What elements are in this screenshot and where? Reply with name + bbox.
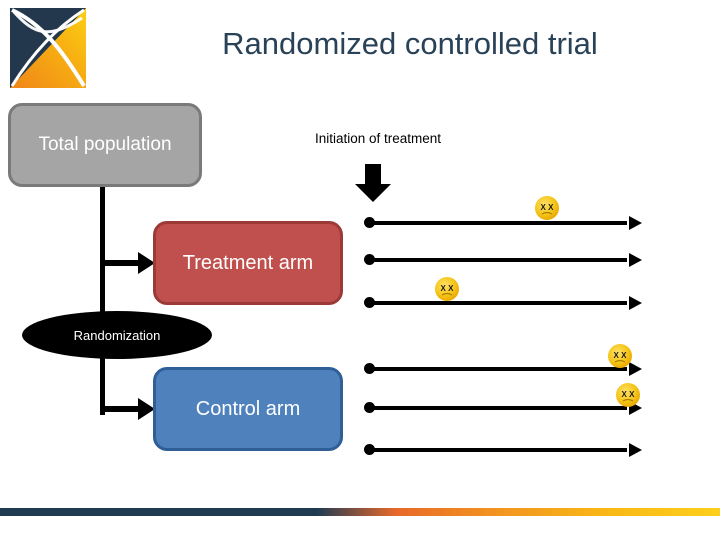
- treatment-timeline-1: [364, 216, 642, 230]
- dead-face-emoji: X X: [615, 382, 641, 408]
- timeline-stem: [369, 367, 627, 371]
- timeline-stem: [369, 448, 627, 452]
- connector-to-control: [100, 406, 140, 412]
- treatment-timeline-2: [364, 253, 642, 267]
- ellipse-randomization[interactable]: Randomization: [22, 311, 212, 359]
- control-timeline-2: [364, 401, 642, 415]
- timeline-arrowhead: [629, 443, 642, 457]
- box-total-population[interactable]: Total population: [8, 103, 202, 187]
- down-arrow-icon: [353, 164, 393, 202]
- dead-face-emoji: X X: [534, 195, 560, 221]
- dead-face-emoji: X X: [434, 276, 460, 302]
- initiation-of-treatment-label: Initiation of treatment: [314, 131, 442, 146]
- dead-face-emoji: X X: [607, 343, 633, 369]
- page-title: Randomized controlled trial: [222, 26, 598, 61]
- arrowhead-to-control: [138, 398, 155, 420]
- box-control-arm[interactable]: Control arm: [153, 367, 343, 451]
- box-total-population-label: Total population: [38, 134, 172, 155]
- control-timeline-1: [364, 362, 642, 376]
- box-control-arm-label: Control arm: [195, 397, 301, 420]
- timeline-stem: [369, 301, 627, 305]
- svg-text:X X: X X: [441, 284, 455, 293]
- arrowhead-to-treatment: [138, 252, 155, 274]
- control-timeline-3: [364, 443, 642, 457]
- timeline-stem: [369, 406, 627, 410]
- box-treatment-arm-label: Treatment arm: [182, 251, 314, 274]
- timeline-arrowhead: [629, 253, 642, 267]
- treatment-timeline-3: [364, 296, 642, 310]
- timeline-arrowhead: [629, 362, 642, 376]
- svg-text:X X: X X: [622, 390, 636, 399]
- footer-gradient-bar: [0, 508, 720, 516]
- timeline-stem: [369, 258, 627, 262]
- connector-spine-vertical: [100, 185, 105, 415]
- timeline-stem: [369, 221, 627, 225]
- timeline-arrowhead: [629, 216, 642, 230]
- connector-to-treatment: [100, 260, 140, 266]
- svg-text:X X: X X: [541, 203, 555, 212]
- ellipse-randomization-label: Randomization: [73, 327, 161, 343]
- box-treatment-arm[interactable]: Treatment arm: [153, 221, 343, 305]
- timeline-arrowhead: [629, 296, 642, 310]
- svg-text:X X: X X: [614, 351, 628, 360]
- x-mark-logo: [8, 6, 88, 90]
